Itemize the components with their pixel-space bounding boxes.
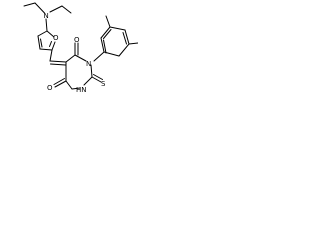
bond: [71, 87, 81, 90]
bond: [49, 41, 52, 47]
bond: [40, 38, 43, 48]
bond: [46, 30, 55, 38]
thione-sulfur-label: S: [101, 80, 106, 88]
bond: [122, 32, 127, 45]
ring-nitrogen-label: N: [86, 60, 91, 68]
bond: [100, 37, 105, 53]
bond: [45, 18, 48, 32]
bond: [51, 41, 56, 51]
bond: [23, 2, 36, 7]
diethylamino-group: [23, 2, 72, 32]
bond: [90, 64, 93, 78]
bond: [124, 29, 130, 45]
bond: [61, 5, 72, 14]
bond: [105, 15, 111, 28]
bond: [53, 78, 65, 85]
chemical-structure-diagram: N O O N S HN O: [23, 2, 138, 94]
bond: [103, 39, 107, 54]
bond: [50, 63, 66, 66]
carbonyl-oxygen-top-label: O: [74, 36, 80, 44]
bond: [49, 60, 67, 63]
bond: [103, 51, 120, 57]
methylidene-bridge: [49, 49, 67, 66]
bond: [65, 80, 73, 90]
bond: [49, 5, 63, 13]
bond: [37, 35, 41, 50]
carbonyl-oxygen-bottom-label: O: [47, 84, 53, 92]
bond: [39, 48, 53, 51]
amine-nitrogen-label: N: [44, 12, 49, 20]
bond: [128, 42, 138, 45]
dimethylphenyl-ring: [93, 15, 138, 62]
bond: [93, 51, 105, 62]
bond: [54, 80, 67, 88]
bond: [103, 29, 112, 39]
bond: [118, 43, 130, 57]
bond: [100, 26, 111, 39]
bond: [109, 26, 126, 31]
thiobarbiturate-ring: [53, 42, 103, 90]
bond: [74, 54, 87, 62]
furan-oxygen-label: O: [53, 34, 59, 42]
bond: [65, 54, 76, 63]
bond: [93, 74, 103, 80]
bond: [83, 76, 93, 86]
bond: [91, 76, 102, 83]
ring-nh-label: HN: [76, 86, 87, 94]
bond: [49, 49, 53, 62]
bond: [37, 30, 48, 37]
bond: [34, 2, 45, 14]
furan-ring: [37, 30, 56, 51]
